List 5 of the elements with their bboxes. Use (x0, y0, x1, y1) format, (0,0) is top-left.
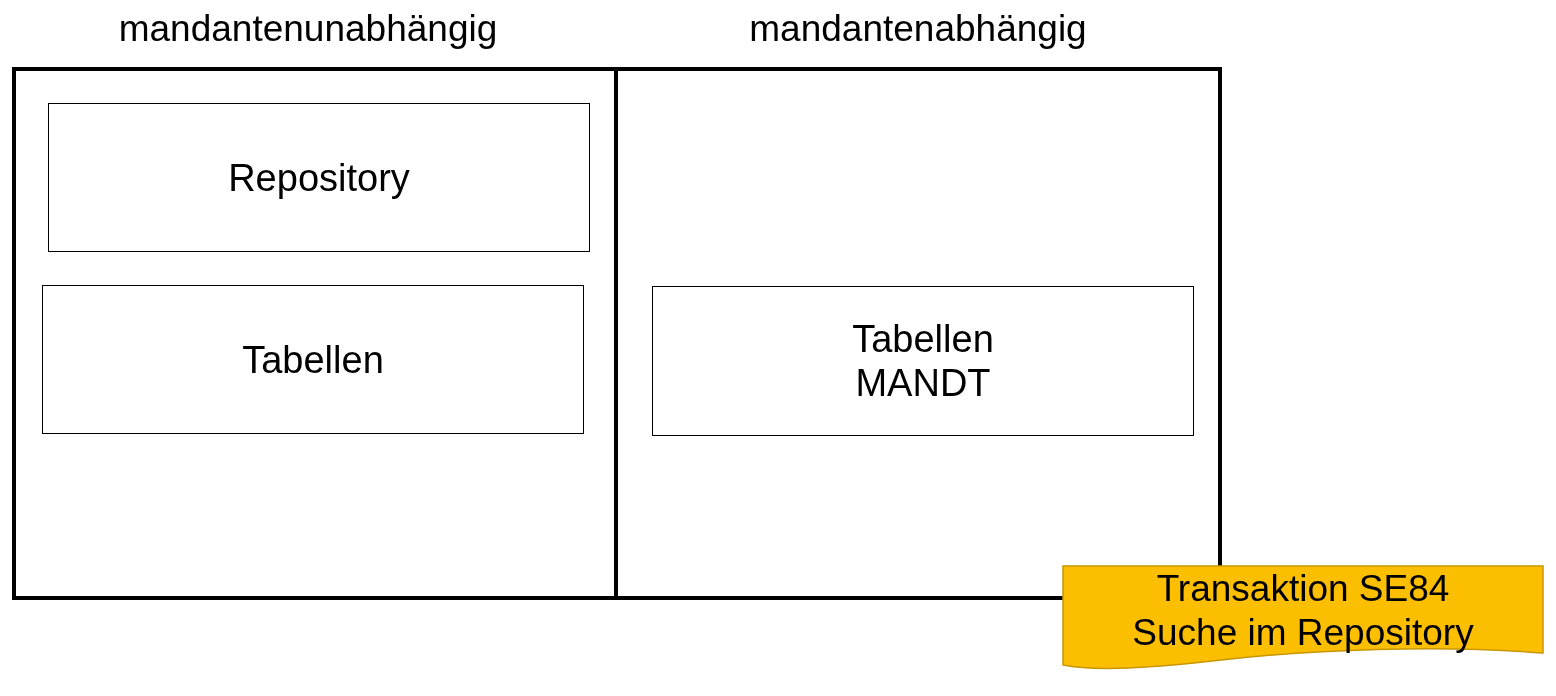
column-heading: mandantenabhängig (748, 8, 1088, 50)
table-box: Tabellen MANDT (652, 286, 1194, 436)
column-heading: mandantenunabhängig (117, 8, 499, 50)
table-box: Repository (48, 103, 590, 252)
table-box: Tabellen (42, 285, 584, 434)
